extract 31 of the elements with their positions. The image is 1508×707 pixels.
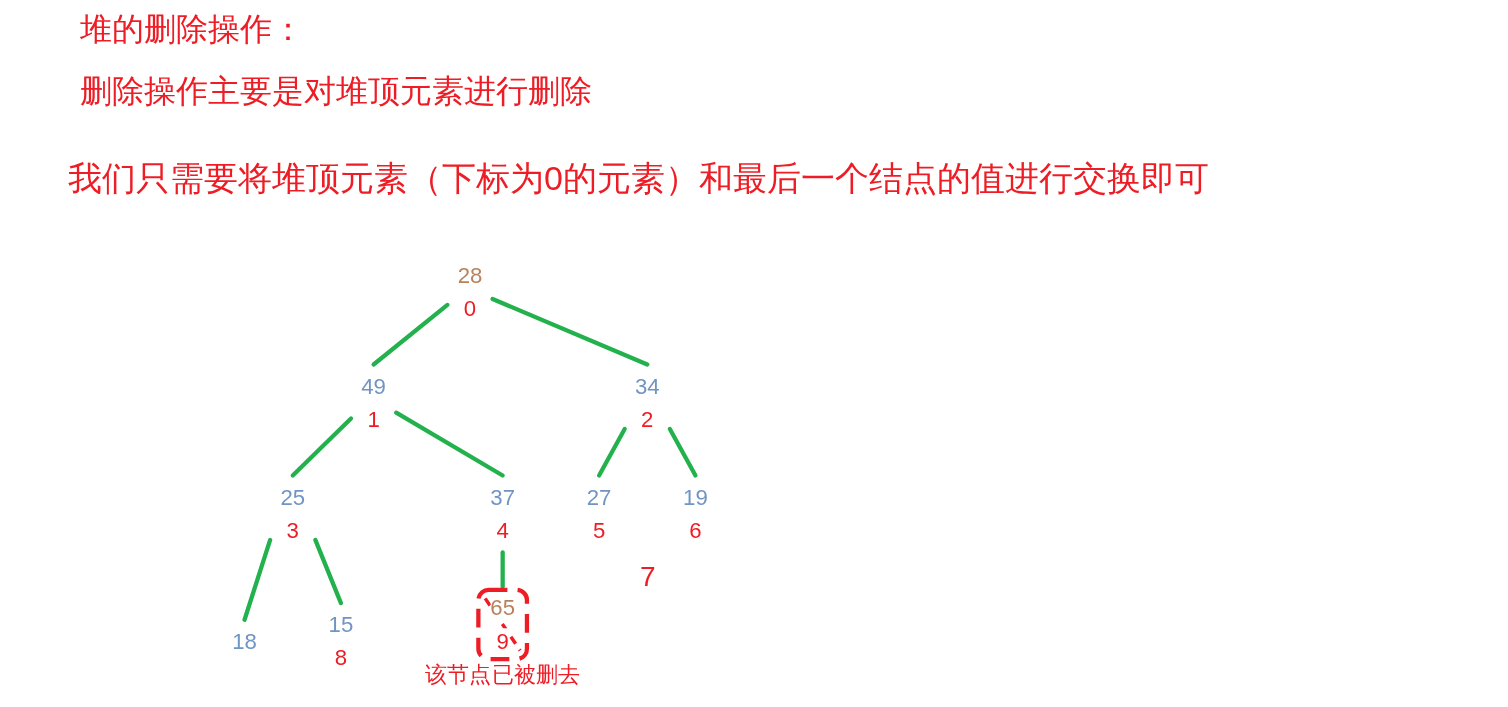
- node-text: 49: [361, 373, 386, 399]
- node-text: 18: [232, 628, 257, 654]
- connector: [596, 426, 627, 478]
- node-label: 2: [641, 406, 654, 432]
- connector: [394, 410, 505, 478]
- node-label: 8: [334, 644, 348, 671]
- node-text: 25: [280, 484, 306, 510]
- node-label: 6: [689, 517, 702, 543]
- connector: [290, 416, 354, 478]
- node-label: 该节点已被删去: [424, 661, 581, 688]
- note: 删除操作主要是对堆顶元素进行删除: [80, 72, 592, 111]
- node-text: 34: [634, 373, 660, 399]
- node-label: 4: [496, 517, 509, 543]
- connector: [242, 537, 273, 622]
- node-label: 0: [463, 295, 477, 321]
- node-text: 28: [457, 262, 483, 288]
- connector: [490, 296, 650, 367]
- connector: [313, 537, 344, 606]
- node-text: 19: [683, 484, 708, 510]
- connector: [371, 302, 450, 367]
- title: 堆的删除操作：: [80, 10, 304, 49]
- node-text: 15: [328, 611, 354, 638]
- node-text: 37: [490, 484, 516, 510]
- node-label: 1: [367, 406, 380, 432]
- note: 我们只需要将堆顶元素（下标为0的元素）和最后一个结点的值进行交换即可: [68, 158, 1209, 199]
- node-text: 27: [586, 484, 612, 510]
- connector: [667, 426, 698, 478]
- node-label: 5: [592, 517, 606, 543]
- connector: [500, 550, 505, 589]
- note: 7: [640, 560, 656, 594]
- node-label: 3: [286, 517, 299, 543]
